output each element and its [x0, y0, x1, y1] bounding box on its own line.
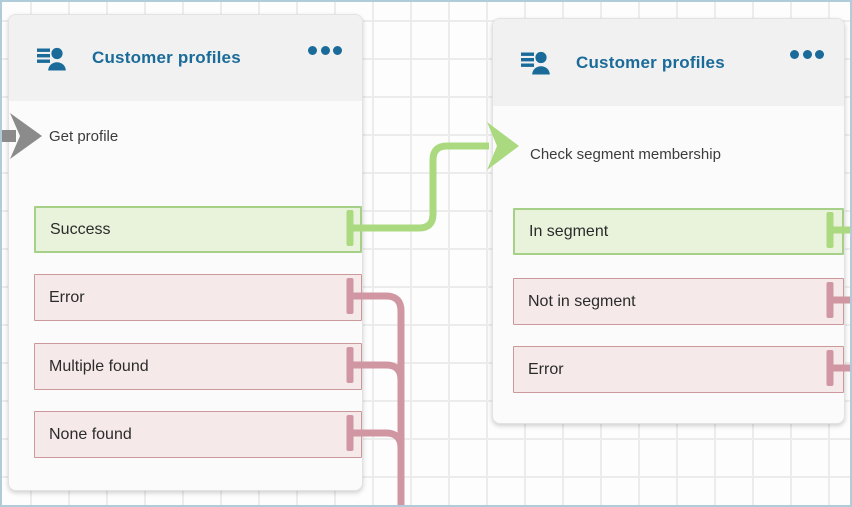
port-error-right[interactable]	[826, 350, 852, 386]
output-branch-none-found: None found	[34, 411, 362, 458]
branch-label: Error	[528, 360, 564, 378]
block-title: Customer profiles	[576, 52, 725, 72]
output-branch-in-segment: In segment	[513, 208, 844, 255]
connection-multiple-found-branch[interactable]	[350, 361, 405, 507]
block-action-label: Get profile	[49, 128, 119, 145]
branch-label: In segment	[529, 222, 609, 240]
flow-block-check-segment-membership[interactable]: Customer profiles Check segment membersh…	[492, 18, 845, 424]
incoming-connection-arrow-icon[interactable]	[0, 113, 42, 159]
branch-label: Error	[49, 288, 85, 306]
customer-profiles-icon	[521, 49, 551, 76]
connection-error-branch[interactable]	[350, 292, 405, 507]
block-title: Customer profiles	[92, 48, 241, 67]
port-in-segment[interactable]	[826, 212, 852, 248]
ellipsis-menu-icon[interactable]	[308, 46, 342, 55]
block-header: Customer profiles	[493, 19, 844, 106]
connection-arrow-icon	[487, 122, 519, 170]
connection-none-found-branch[interactable]	[350, 429, 405, 507]
port-none-found[interactable]	[346, 415, 354, 451]
branch-label: Multiple found	[49, 357, 149, 375]
block-header: Customer profiles	[9, 15, 362, 101]
branch-label: None found	[49, 425, 132, 443]
output-branch-success: Success	[34, 206, 362, 253]
branch-label: Not in segment	[528, 292, 636, 310]
block-action-label: Check segment membership	[530, 146, 721, 163]
ellipsis-menu-icon[interactable]	[790, 50, 824, 59]
branch-label: Success	[50, 220, 111, 238]
port-error[interactable]	[346, 278, 354, 314]
connection-success-to-check-segment[interactable]	[350, 122, 519, 232]
port-not-in-segment[interactable]	[826, 282, 852, 318]
port-success[interactable]	[346, 210, 354, 246]
flow-block-get-profile[interactable]: Customer profiles Get profile Success Er…	[8, 14, 363, 491]
port-multiple-found[interactable]	[346, 347, 354, 383]
customer-profiles-icon	[37, 45, 67, 72]
output-branch-not-in-segment: Not in segment	[513, 278, 844, 325]
output-branch-multiple-found: Multiple found	[34, 343, 362, 390]
output-branch-error: Error	[34, 274, 362, 321]
